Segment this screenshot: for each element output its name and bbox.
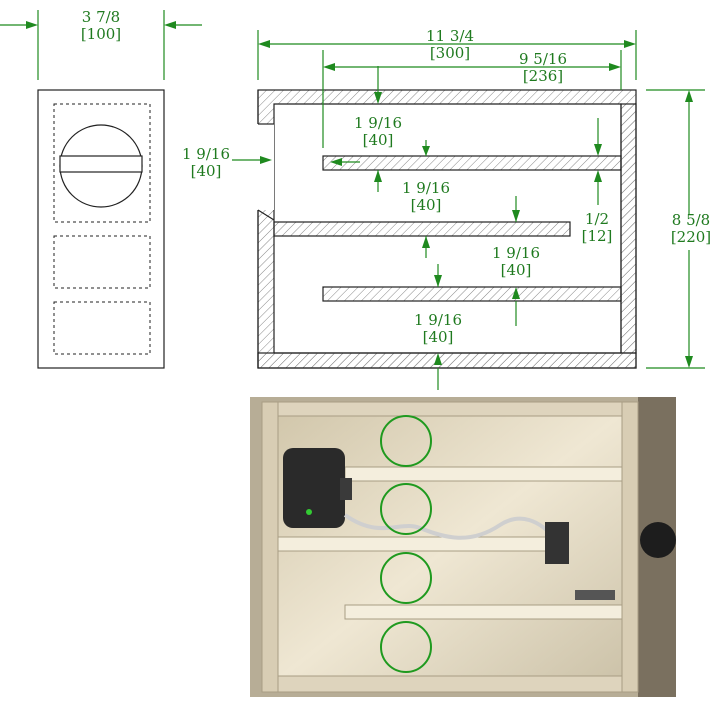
baffle-middle bbox=[273, 221, 571, 237]
gap-4-imperial: 1 9/16 bbox=[414, 311, 462, 329]
airflow-circle-icon bbox=[380, 552, 432, 604]
port-height-metric: [40] bbox=[191, 162, 222, 180]
dim-gap-2: 1 9/16 [40] bbox=[402, 179, 520, 258]
dim-baffle-length: 9 5/16 [236] bbox=[322, 50, 622, 148]
speaker-driver-photo-icon bbox=[283, 448, 352, 528]
dim-side-width: 3 7/8 [100] bbox=[0, 8, 202, 80]
dim-overall-width: 11 3/4 [300] bbox=[257, 27, 637, 80]
dim-port-height: 1 9/16 [40] bbox=[182, 145, 272, 180]
gap-4-metric: [40] bbox=[423, 328, 454, 346]
gap-3-metric: [40] bbox=[501, 261, 532, 279]
overall-height-metric: [220] bbox=[671, 228, 711, 246]
wall-thickness-imperial: 1/2 bbox=[585, 210, 609, 228]
baffle-top bbox=[322, 155, 622, 171]
wall-thickness-metric: [12] bbox=[582, 227, 613, 245]
dim-overall-height: 8 5/8 [220] bbox=[646, 89, 711, 369]
gap-2-imperial: 1 9/16 bbox=[402, 179, 450, 197]
airflow-circle-icon bbox=[380, 415, 432, 467]
enclosure-photo bbox=[250, 397, 676, 697]
dim-gap-3: 1 9/16 [40] bbox=[434, 244, 540, 326]
port-height-imperial: 1 9/16 bbox=[182, 145, 230, 163]
baffle-length-imperial: 9 5/16 bbox=[519, 50, 567, 68]
side-width-imperial: 3 7/8 bbox=[82, 8, 120, 26]
gap-3-imperial: 1 9/16 bbox=[492, 244, 540, 262]
overall-width-imperial: 11 3/4 bbox=[426, 27, 474, 45]
side-view bbox=[37, 89, 165, 369]
gap-1-imperial: 1 9/16 bbox=[354, 114, 402, 132]
gap-1-metric: [40] bbox=[363, 131, 394, 149]
side-width-metric: [100] bbox=[81, 25, 121, 43]
dim-gap-1: 1 9/16 [40] bbox=[330, 66, 430, 192]
baffle-length-metric: [236] bbox=[523, 67, 563, 85]
dim-wall-thickness: 1/2 [12] bbox=[582, 118, 613, 245]
airflow-circle-icon bbox=[380, 621, 432, 673]
overall-height-imperial: 8 5/8 bbox=[672, 211, 710, 229]
baffle-bottom bbox=[322, 286, 622, 302]
speaker-driver-icon bbox=[59, 124, 143, 208]
dim-gap-4: 1 9/16 [40] bbox=[414, 311, 462, 390]
airflow-circle-icon bbox=[380, 483, 432, 535]
overall-width-metric: [300] bbox=[430, 44, 470, 62]
gap-2-metric: [40] bbox=[411, 196, 442, 214]
